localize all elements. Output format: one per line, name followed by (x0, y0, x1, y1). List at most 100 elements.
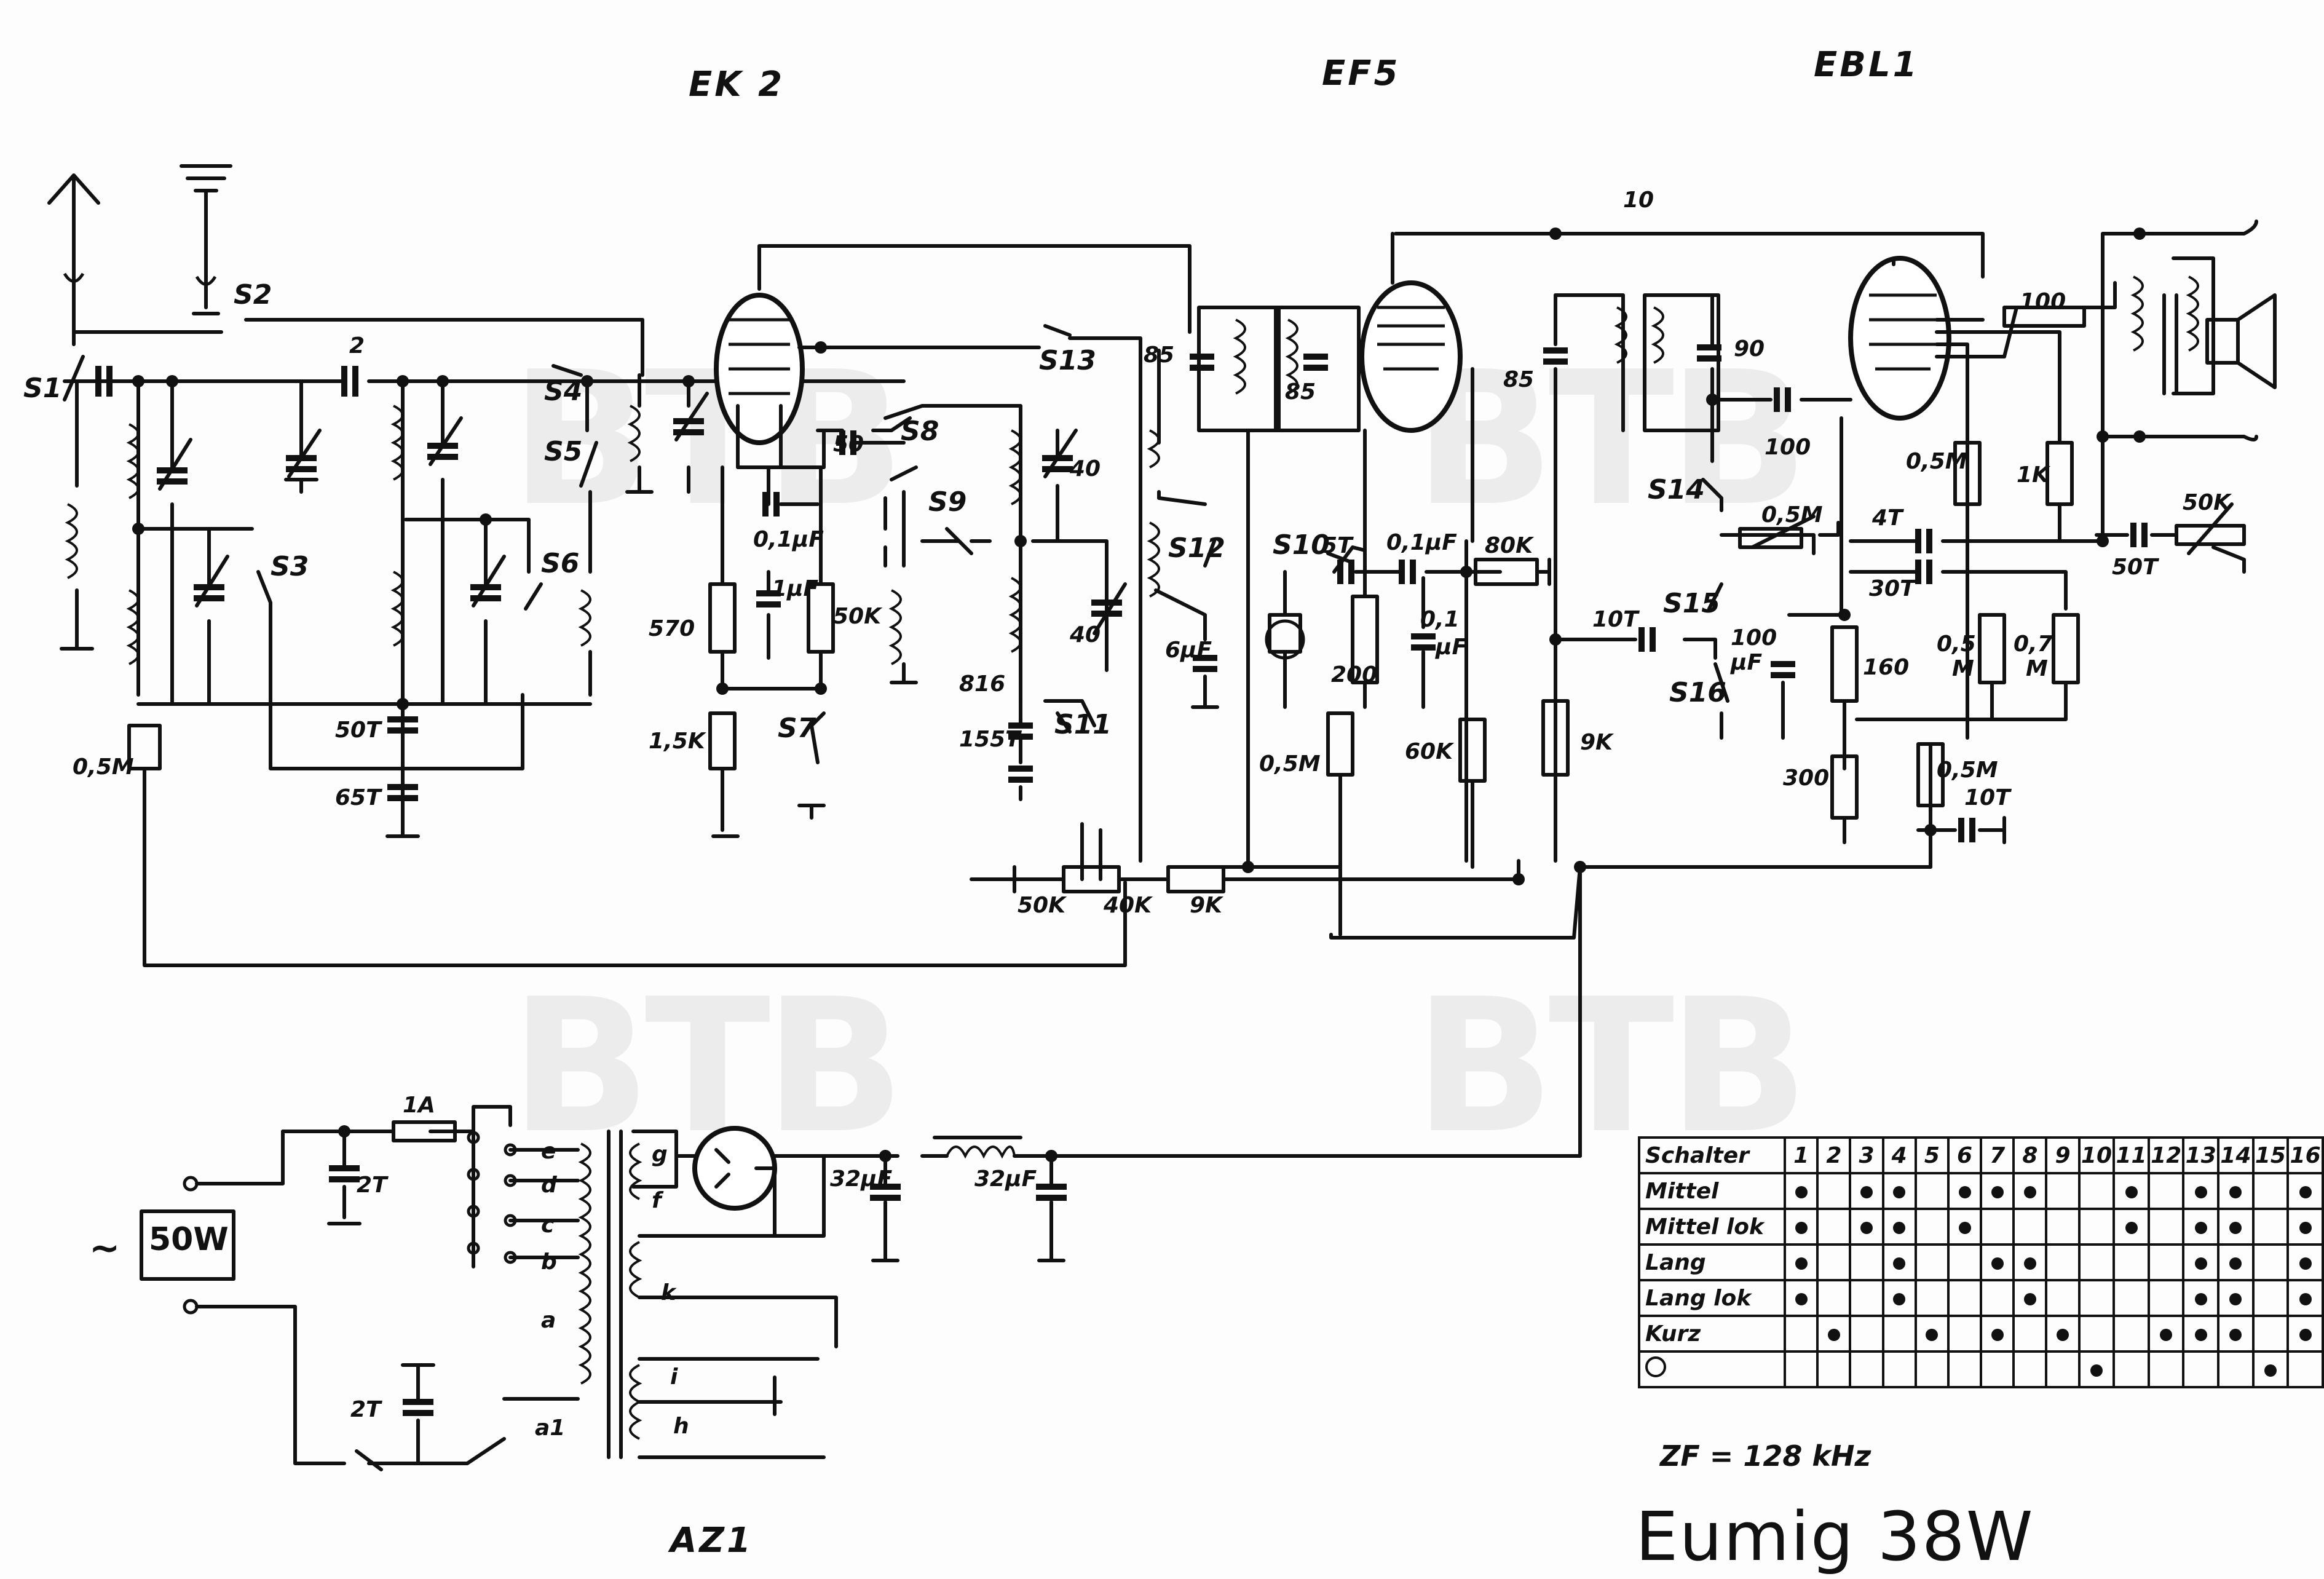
table-cell (1881, 1279, 1917, 1317)
table-header-cell: 14 (2217, 1136, 2255, 1174)
table-header-cell: 12 (2147, 1136, 2185, 1174)
table-header-cell: 13 (2182, 1136, 2220, 1174)
component-value: 0,5 (1937, 631, 1976, 657)
table-header-cell: Schalter (1637, 1136, 1787, 1174)
component-value: 100 (1765, 435, 1811, 460)
table-cell (2113, 1243, 2150, 1281)
switch-label: S2 (234, 279, 272, 311)
switch-closed-dot (2125, 1185, 2138, 1198)
component-value: 9K (1190, 893, 1222, 918)
table-row-label: Lang lok (1637, 1279, 1787, 1317)
ef5-tube-envelope (1359, 280, 1463, 433)
table-cell (1947, 1208, 1983, 1246)
table-cell (1914, 1315, 1950, 1353)
table-cell (2217, 1279, 2255, 1317)
switch-closed-dot (1893, 1292, 1906, 1305)
table-cell (1816, 1243, 1852, 1281)
switch-closed-dot (2229, 1292, 2242, 1305)
table-cell (2113, 1350, 2150, 1388)
switch-closed-dot (2194, 1221, 2207, 1234)
component-value: 0,7 (2014, 631, 2053, 657)
component-value: 6μF (1165, 638, 1212, 663)
switch-label: S15 (1663, 588, 1720, 619)
table-cell (2286, 1172, 2324, 1210)
component-value: 0,5M (1259, 751, 1321, 777)
component-value: 0,5M (1906, 449, 1967, 474)
table-row: Kurz (1637, 1315, 2324, 1353)
table-cell (2147, 1315, 2185, 1353)
switch-closed-dot (2229, 1185, 2242, 1198)
if-frequency-note: ZF = 128 kHz (1660, 1439, 1871, 1473)
component-value: 10T (1964, 785, 2010, 810)
switch-closed-dot (2299, 1328, 2312, 1341)
tap-label: c (541, 1213, 555, 1238)
switch-closed-dot (2299, 1292, 2312, 1305)
table-header-cell: 7 (1980, 1136, 2015, 1174)
table-cell (2147, 1243, 2185, 1281)
table-row: Mittel (1637, 1172, 2324, 1210)
switch-closed-dot (2299, 1221, 2312, 1234)
table-cell (1947, 1172, 1983, 1210)
table-cell (1980, 1172, 2015, 1210)
table-cell (1947, 1279, 1983, 1317)
table-cell (2077, 1172, 2116, 1210)
switch-closed-dot (1991, 1185, 2004, 1198)
ebl1-tube-envelope (1848, 256, 1951, 421)
component-value: 0,1μF (753, 527, 824, 552)
table-cell (2182, 1279, 2220, 1317)
component-value: 50K (833, 604, 881, 629)
table-cell (2077, 1243, 2116, 1281)
table-header-cell: 11 (2113, 1136, 2150, 1174)
component-value: 60K (1405, 739, 1453, 764)
table-cell (2045, 1315, 2081, 1353)
table-cell (2012, 1208, 2048, 1246)
component-value: 2T (350, 1397, 381, 1422)
component-value: 85 (1503, 367, 1535, 392)
table-header-cell: 1 (1784, 1136, 1819, 1174)
component-value: 32μF (830, 1166, 893, 1192)
switch-label: S14 (1648, 474, 1705, 505)
table-header-cell: 6 (1947, 1136, 1983, 1174)
component-value: M (2026, 656, 2048, 681)
component-value: 10T (1592, 607, 1638, 632)
table-row-label: Kurz (1637, 1315, 1787, 1353)
tap-label: i (670, 1364, 678, 1390)
table-cell (2182, 1172, 2220, 1210)
table-cell (2217, 1315, 2255, 1353)
switch-closed-dot (2299, 1257, 2312, 1270)
table-cell (1881, 1172, 1917, 1210)
switch-closed-dot (1860, 1185, 1873, 1198)
table-cell (1816, 1172, 1852, 1210)
antenna-symbol (47, 173, 100, 334)
switch-label: S3 (271, 551, 309, 582)
table-cell (1881, 1208, 1917, 1246)
table-cell (2077, 1208, 2116, 1246)
table-cell (2147, 1172, 2185, 1210)
table-cell (1881, 1243, 1917, 1281)
table-cell (1881, 1350, 1917, 1388)
switch-closed-dot (1795, 1221, 1808, 1234)
table-cell (2217, 1208, 2255, 1246)
component-value: 1,5K (649, 729, 705, 754)
component-value: 100 (2020, 289, 2066, 314)
component-value: μF (1731, 650, 1763, 675)
component-value: 80K (1485, 533, 1533, 558)
table-cell (1980, 1350, 2015, 1388)
table-cell (2182, 1315, 2220, 1353)
switch-label: S11 (1054, 709, 1112, 740)
table-cell (2045, 1243, 2081, 1281)
switch-closed-dot (1991, 1257, 2004, 1270)
component-value: 10 (1623, 188, 1654, 213)
table-cell (1980, 1243, 2015, 1281)
component-value: 9K (1580, 730, 1613, 755)
mains-symbol: ~ (89, 1227, 121, 1270)
table-cell (2045, 1172, 2081, 1210)
switch-closed-dot (2264, 1364, 2277, 1377)
table-cell (1849, 1350, 1884, 1388)
table-cell (1784, 1315, 1819, 1353)
table-cell (1816, 1350, 1852, 1388)
tube-label-ef5: EF5 (1322, 53, 1401, 93)
table-cell (2182, 1243, 2220, 1281)
